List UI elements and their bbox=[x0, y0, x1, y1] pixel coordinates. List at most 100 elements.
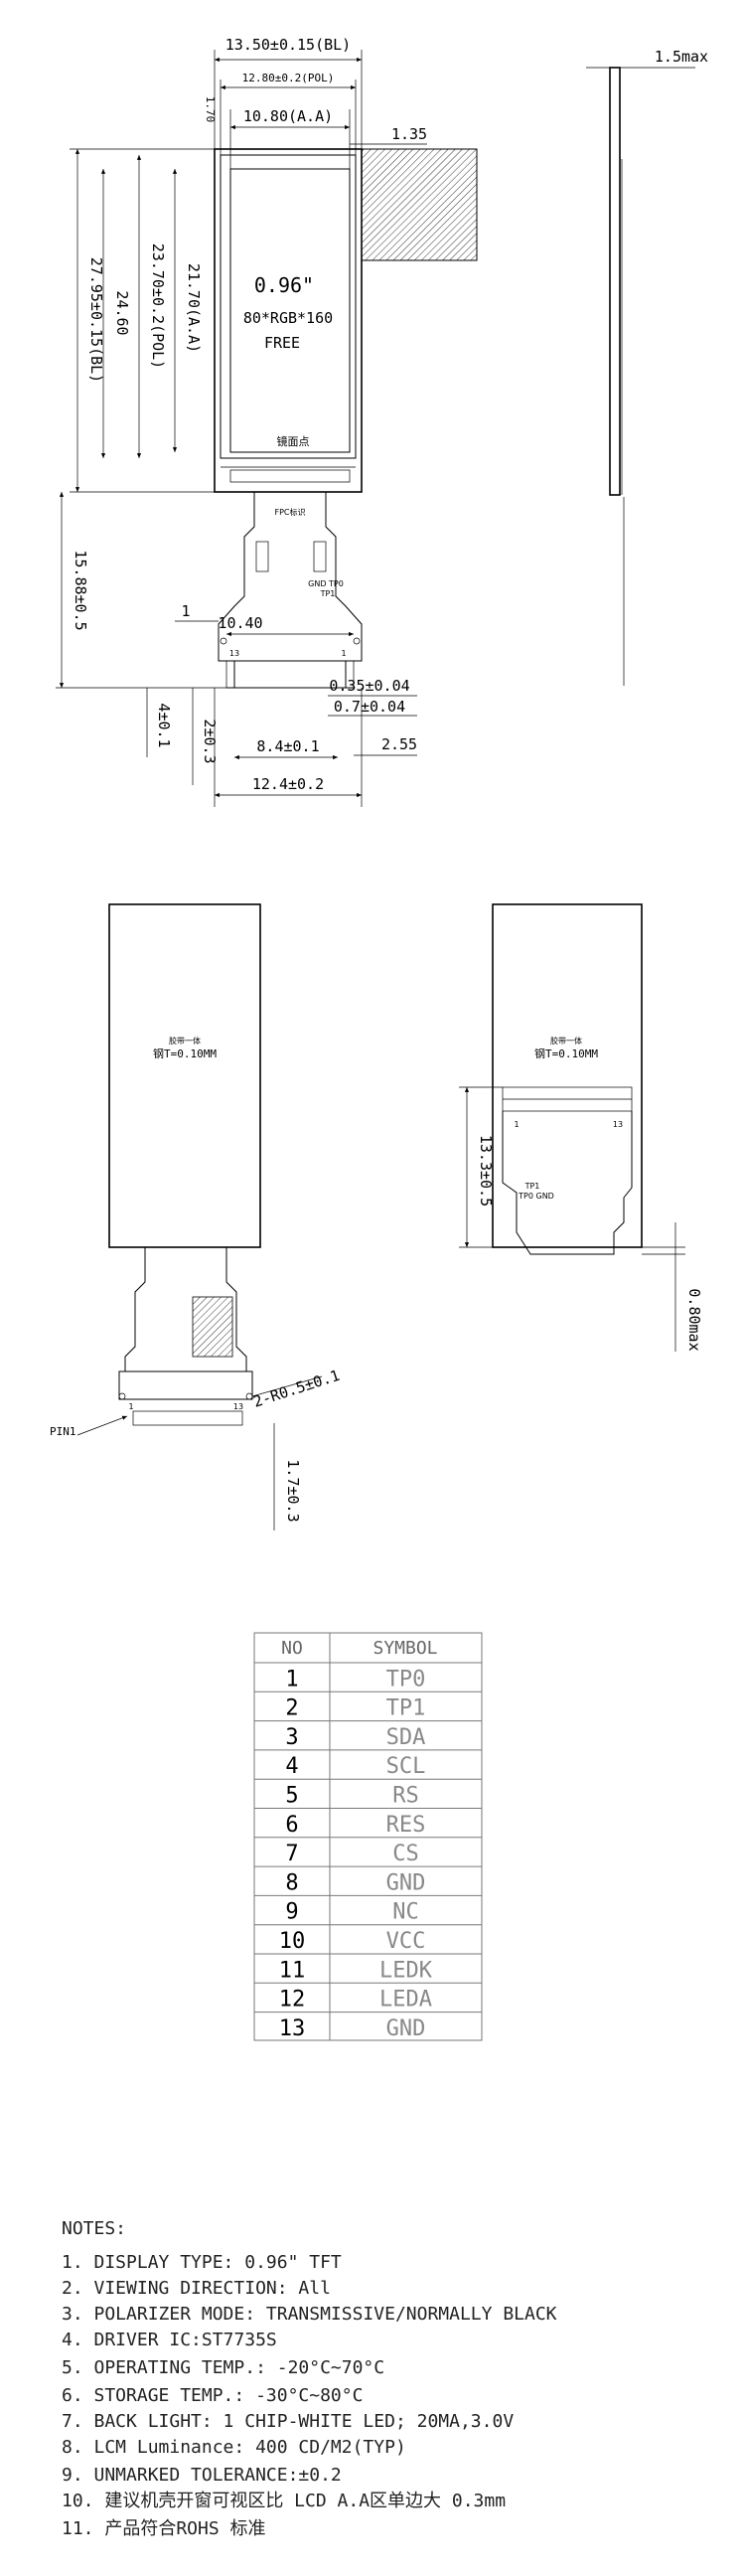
pin-table-no: 10 bbox=[279, 1929, 306, 1954]
dim-aa-width: 10.80(A.A) bbox=[243, 107, 333, 125]
dim-4: 4±0.1 bbox=[155, 703, 173, 747]
front-dimensions: 13.50±0.15(BL) 12.80±0.2(POL) 10.80(A.A)… bbox=[56, 36, 427, 807]
note-6: 6. STORAGE TEMP.: -30°C~80°C bbox=[62, 2385, 363, 2406]
pin1-label: PIN1 bbox=[50, 1425, 76, 1438]
dim-tail: 1.7±0.3 bbox=[284, 1459, 302, 1522]
dim-pin-width: 0.35±0.04 bbox=[329, 677, 409, 695]
tape-thk-right: 钢T=0.10MM bbox=[534, 1047, 598, 1060]
dim-pol-height: 23.70±0.2(POL) bbox=[149, 243, 167, 369]
fpc-text: FPC标识 bbox=[274, 507, 305, 517]
dim-pin-span: 8.4±0.1 bbox=[256, 737, 319, 755]
fpc-pins-front bbox=[225, 661, 355, 689]
panel-chinese-mark: 镜面点 bbox=[277, 434, 310, 448]
dim-back-height: 13.3±0.5 bbox=[477, 1135, 495, 1207]
pin-table-symbol: GND bbox=[386, 1870, 426, 1895]
pin-table-header-no: NO bbox=[281, 1638, 303, 1659]
back-right-pin1: 1 bbox=[514, 1120, 519, 1129]
tp1-label: TP1 bbox=[320, 589, 336, 598]
backlight-outline bbox=[214, 148, 363, 493]
note-5: 5. OPERATING TEMP.: -20°C~70°C bbox=[62, 2357, 384, 2378]
pin-table-symbol: RES bbox=[386, 1813, 426, 1838]
fpc-outline bbox=[218, 492, 363, 662]
note-8: 8. LCM Luminance: 400 CD/M2(TYP) bbox=[62, 2437, 406, 2458]
dim-pol-width: 12.80±0.2(POL) bbox=[242, 72, 335, 84]
dim-pin-pitch: 0.7±0.04 bbox=[334, 698, 405, 716]
dim-bl-height: 27.95±0.15(BL) bbox=[87, 257, 105, 383]
back-left-body bbox=[108, 903, 261, 1248]
pin-table-no: 2 bbox=[285, 1696, 298, 1721]
pin-table-symbol: TP0 bbox=[386, 1667, 426, 1691]
pin-table-symbol: SCL bbox=[386, 1754, 426, 1779]
pin-table-no: 11 bbox=[279, 1958, 306, 1983]
panel-resolution-text: 80*RGB*160 bbox=[243, 309, 333, 327]
pin-table-no: 13 bbox=[279, 2016, 306, 2041]
polarizer-outline bbox=[220, 154, 357, 459]
dim-1040: 10.40 bbox=[218, 614, 262, 632]
note-11: 11. 产品符合ROHS 标准 bbox=[62, 2518, 266, 2539]
back-right-pin13: 13 bbox=[613, 1120, 623, 1129]
back-right-tp1: TP1 bbox=[524, 1182, 540, 1191]
panel-label-text: FREE bbox=[264, 334, 300, 352]
back-left-pin13: 13 bbox=[233, 1402, 243, 1411]
pin-table-symbol: SDA bbox=[386, 1725, 426, 1750]
pin-table-no: 1 bbox=[285, 1667, 298, 1691]
dim-2460: 24.60 bbox=[113, 290, 131, 335]
dim-aa-height: 21.70(A.A) bbox=[185, 263, 203, 353]
note-9: 9. UNMARKED TOLERANCE:±0.2 bbox=[62, 2465, 342, 2486]
back-left-pin1: 1 bbox=[128, 1402, 133, 1411]
pin-table-no: 9 bbox=[285, 1900, 298, 1925]
dim-bl-width: 13.50±0.15(BL) bbox=[225, 36, 351, 54]
note-1: 1. DISPLAY TYPE: 0.96" TFT bbox=[62, 2252, 342, 2273]
pin-table-symbol: NC bbox=[392, 1900, 419, 1925]
dim-fpc-width: 12.4±0.2 bbox=[252, 775, 324, 793]
pin-table-no: 4 bbox=[285, 1754, 298, 1779]
back-right-body bbox=[492, 903, 643, 1248]
notes-title: NOTES: bbox=[62, 2218, 126, 2239]
pin-13-label: 13 bbox=[229, 649, 239, 658]
back-right-tp0-gnd: TP0 GND bbox=[518, 1192, 554, 1201]
pin-table-no: 6 bbox=[285, 1813, 298, 1838]
tape-label-right: 胶带一体 bbox=[550, 1036, 582, 1046]
note-3: 3. POLARIZER MODE: TRANSMISSIVE/NORMALLY… bbox=[62, 2304, 557, 2325]
pin-table-symbol: CS bbox=[392, 1842, 419, 1866]
note-7: 7. BACK LIGHT: 1 CHIP-WHITE LED; 20MA,3.… bbox=[62, 2411, 514, 2432]
side-view: 1.5max bbox=[586, 48, 708, 686]
notes: NOTES: 1. DISPLAY TYPE: 0.96" TFT 2. VIE… bbox=[62, 2218, 557, 2539]
back-view-left: 胶带一体 钢T=0.10MM 1 13 PIN1 2-R0.5±0.1 1.7±… bbox=[50, 903, 342, 1530]
dim-thickness: 1.5max bbox=[655, 48, 708, 66]
pin-table-no: 8 bbox=[285, 1870, 298, 1895]
lcd-pads bbox=[229, 469, 351, 483]
dim-255: 2.55 bbox=[381, 735, 417, 753]
pin-table-no: 7 bbox=[285, 1842, 298, 1866]
tape-thk-left: 钢T=0.10MM bbox=[153, 1047, 217, 1060]
active-area-outline bbox=[229, 168, 351, 453]
pin-table-symbol: TP1 bbox=[386, 1696, 426, 1721]
dim-hole: 2-R0.5±0.1 bbox=[251, 1367, 342, 1411]
pin-table-symbol: LEDA bbox=[379, 1988, 432, 2012]
note-10: 10. 建议机壳开窗可视区比 LCD A.A区单边大 0.3mm bbox=[62, 2491, 506, 2511]
pin-table-symbol: RS bbox=[392, 1784, 419, 1809]
pin-table-no: 5 bbox=[285, 1784, 298, 1809]
front-view: 0.96" 80*RGB*160 FREE 镜面点 FPC标识 GND TP0 … bbox=[214, 148, 478, 689]
pin-table-no: 12 bbox=[279, 1988, 306, 2012]
pin-table-frame bbox=[253, 1632, 483, 2041]
pin-table-symbol: VCC bbox=[386, 1929, 426, 1954]
dim-offset-135: 1.35 bbox=[391, 125, 427, 143]
back-right-fpc bbox=[502, 1111, 633, 1255]
dim-top-offset: 1.70 bbox=[204, 96, 217, 123]
dim-stiff: 0.80max bbox=[685, 1288, 703, 1351]
note-2: 2. VIEWING DIRECTION: All bbox=[62, 2278, 331, 2299]
pin-table-symbol: LEDK bbox=[379, 1958, 433, 1983]
pin-table-symbol: GND bbox=[386, 2016, 426, 2041]
back-left-pins bbox=[118, 1370, 253, 1400]
dim-2: 2±0.3 bbox=[201, 719, 219, 763]
tape-label-left: 胶带一体 bbox=[169, 1036, 201, 1046]
back-view-right: 胶带一体 钢T=0.10MM 1 13 TP1 TP0 GND 13.3±0.5… bbox=[459, 903, 703, 1352]
pin-table-header-symbol: SYMBOL bbox=[372, 1638, 437, 1659]
side-body bbox=[609, 67, 621, 496]
panel-size-text: 0.96" bbox=[254, 273, 314, 297]
dim-fpc-length: 15.88±0.5 bbox=[72, 550, 89, 630]
pin-table-no: 3 bbox=[285, 1725, 298, 1750]
